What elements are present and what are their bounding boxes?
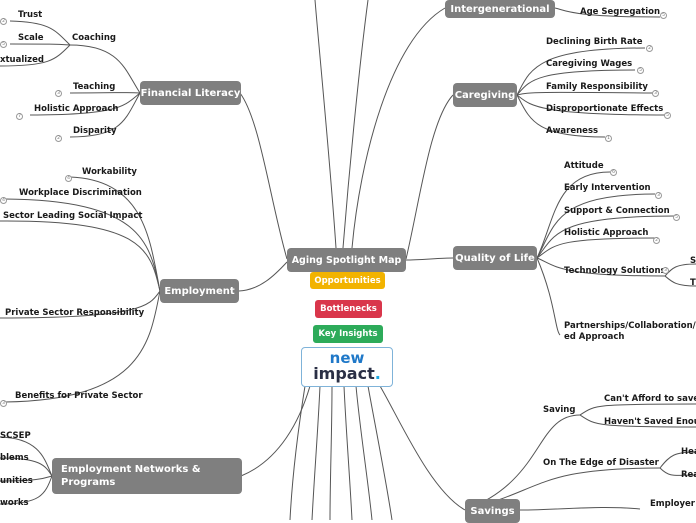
logo-line-new: new (329, 349, 365, 367)
key-insights-pill[interactable]: Key Insights (313, 325, 383, 343)
label-saving[interactable]: Saving (543, 405, 576, 415)
label-sector-leading[interactable]: Sector Leading Social Impact (3, 211, 143, 221)
label-early-intervention[interactable]: Early Intervention (564, 183, 651, 193)
label-cant-afford[interactable]: Can't Afford to save (604, 394, 696, 404)
count-badge-awareness: 1 (605, 135, 612, 142)
label-xtualized[interactable]: xtualized (0, 55, 44, 65)
topic-savings[interactable]: Savings (465, 499, 520, 523)
label-attitude[interactable]: Attitude (564, 161, 604, 171)
count-badge-holistic-left: 7 (16, 113, 23, 120)
new-impact-logo: new impact. (301, 347, 393, 387)
label-havent-saved[interactable]: Haven't Saved Enoug (604, 417, 696, 427)
label-workability[interactable]: Workability (82, 167, 137, 177)
label-tech-child-s[interactable]: S (690, 256, 696, 266)
central-topic[interactable]: Aging Spotlight Map (287, 248, 406, 272)
topic-quality-of-life[interactable]: Quality of Life (453, 246, 537, 270)
count-badge-workability: 4 (65, 175, 72, 182)
label-scale[interactable]: Scale (18, 33, 44, 43)
count-badge-support-connection: 5 (673, 214, 680, 221)
label-trust[interactable]: Trust (18, 10, 43, 20)
count-badge-age-segregation: 5 (660, 12, 667, 19)
label-works[interactable]: works (0, 498, 29, 508)
count-badge-disparity: 2 (55, 135, 62, 142)
label-workplace-discrimination[interactable]: Workplace Discrimination (19, 188, 142, 198)
count-badge-benefits-private-sector: 3 (0, 400, 7, 407)
opportunities-pill[interactable]: Opportunities (310, 272, 385, 289)
label-coaching[interactable]: Coaching (72, 33, 116, 43)
label-holistic-approach-right[interactable]: Holistic Approach (564, 228, 649, 238)
label-tech-child-t[interactable]: T (690, 278, 696, 288)
count-badge-early-intervention: 3 (655, 192, 662, 199)
label-disproportionate-effects[interactable]: Disproportionate Effects (546, 104, 664, 114)
label-blems[interactable]: blems (0, 453, 29, 463)
logo-dot: . (374, 364, 381, 383)
label-awareness[interactable]: Awareness (546, 126, 599, 136)
label-hea[interactable]: Hea (681, 447, 696, 457)
logo-line-impact: impact. (302, 365, 392, 383)
count-badge-holistic-right: 2 (653, 237, 660, 244)
label-family-responsibility[interactable]: Family Responsibility (546, 82, 648, 92)
label-teaching[interactable]: Teaching (73, 82, 116, 92)
label-caregiving-wages[interactable]: Caregiving Wages (546, 59, 633, 69)
count-badge-attitude: 6 (610, 169, 617, 176)
count-badge-technology-solutions: 3 (662, 267, 669, 274)
topic-intergenerational[interactable]: Intergenerational (445, 0, 555, 18)
count-badge-workplace-discrimination: 4 (0, 197, 7, 204)
count-badge-scale: 5 (0, 41, 7, 48)
count-badge-trust: 2 (0, 18, 7, 25)
label-unities[interactable]: unities (0, 476, 33, 486)
topic-caregiving[interactable]: Caregiving (453, 83, 517, 107)
label-technology-solutions[interactable]: Technology Solutions (564, 266, 666, 276)
label-declining-birth-rate[interactable]: Declining Birth Rate (546, 37, 643, 47)
label-age-segregation[interactable]: Age Segregation (580, 7, 661, 17)
topic-financial-literacy[interactable]: Financial Literacy (140, 81, 241, 105)
count-badge-caregiving-wages: 5 (637, 67, 644, 74)
count-badge-declining-birth-rate: 2 (646, 45, 653, 52)
label-private-sector-responsibility[interactable]: Private Sector Responsibility (5, 308, 145, 318)
label-disparity[interactable]: Disparity (73, 126, 117, 136)
label-support-connection[interactable]: Support & Connection (564, 206, 670, 216)
label-rea[interactable]: Rea (681, 470, 696, 480)
count-badge-disproportionate-effects: 5 (664, 112, 671, 119)
logo-word-impact: impact (313, 364, 375, 383)
label-scsep[interactable]: SCSEP (0, 431, 31, 441)
label-holistic-approach-left[interactable]: Holistic Approach (34, 104, 119, 114)
label-partnerships[interactable]: Partnerships/Collaboration/C ed Approach (564, 321, 696, 342)
label-edge-of-disaster[interactable]: On The Edge of Disaster (543, 458, 659, 468)
label-benefits-private-sector[interactable]: Benefits for Private Sector (15, 391, 143, 401)
label-employer[interactable]: Employer I (650, 499, 696, 509)
count-badge-teaching: 3 (55, 90, 62, 97)
topic-employment-networks[interactable]: Employment Networks & Programs (52, 458, 242, 494)
bottlenecks-pill[interactable]: Bottlenecks (315, 300, 382, 318)
count-badge-family-responsibility: 3 (652, 90, 659, 97)
topic-employment[interactable]: Employment (160, 279, 239, 303)
